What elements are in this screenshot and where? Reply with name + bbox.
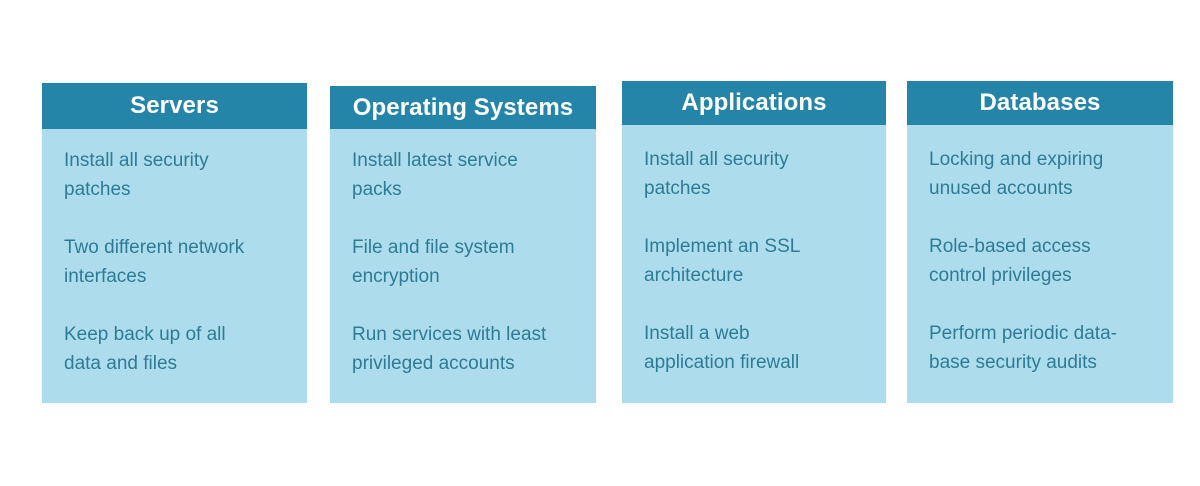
card-title: Operating Systems: [352, 93, 574, 121]
card-body-servers: Install all security patches Two differe…: [42, 129, 307, 403]
card-body-applications: Install all security patches Implement a…: [622, 125, 886, 403]
card-header-databases: Databases: [907, 81, 1173, 125]
category-card-applications: Applications Install all security patche…: [622, 81, 886, 403]
card-header-servers: Servers: [42, 83, 307, 129]
category-card-servers: Servers Install all security patches Two…: [42, 83, 307, 403]
list-item: Install latest service packs: [352, 150, 518, 200]
list-item: Install a web application firewall: [644, 323, 800, 373]
list-item: Run services with least privileged accou…: [352, 324, 547, 374]
list-item: Role-based access control privileges: [929, 236, 1091, 286]
list-item: Implement an SSL architecture: [644, 236, 801, 286]
card-body-operating-systems: Install latest service packs File and fi…: [330, 129, 596, 403]
list-item: Keep back up of all data and files: [64, 324, 226, 374]
list-item: Perform periodic data- base security aud…: [929, 323, 1117, 373]
list-item: File and file system encryption: [352, 237, 515, 287]
card-body-databases: Locking and expiring unused accounts Rol…: [907, 125, 1173, 403]
list-item: Locking and expiring unused accounts: [929, 149, 1104, 199]
category-card-operating-systems: Operating Systems Install latest service…: [330, 86, 596, 403]
category-card-databases: Databases Locking and expiring unused ac…: [907, 81, 1173, 403]
card-title: Applications: [681, 89, 827, 116]
card-header-operating-systems: Operating Systems: [330, 86, 596, 129]
list-item: Install all security patches: [644, 149, 789, 199]
list-item: Two different network interfaces: [64, 237, 245, 287]
card-title: Databases: [979, 89, 1101, 116]
card-header-applications: Applications: [622, 81, 886, 125]
card-title: Servers: [130, 92, 219, 119]
list-item: Install all security patches: [64, 150, 209, 200]
